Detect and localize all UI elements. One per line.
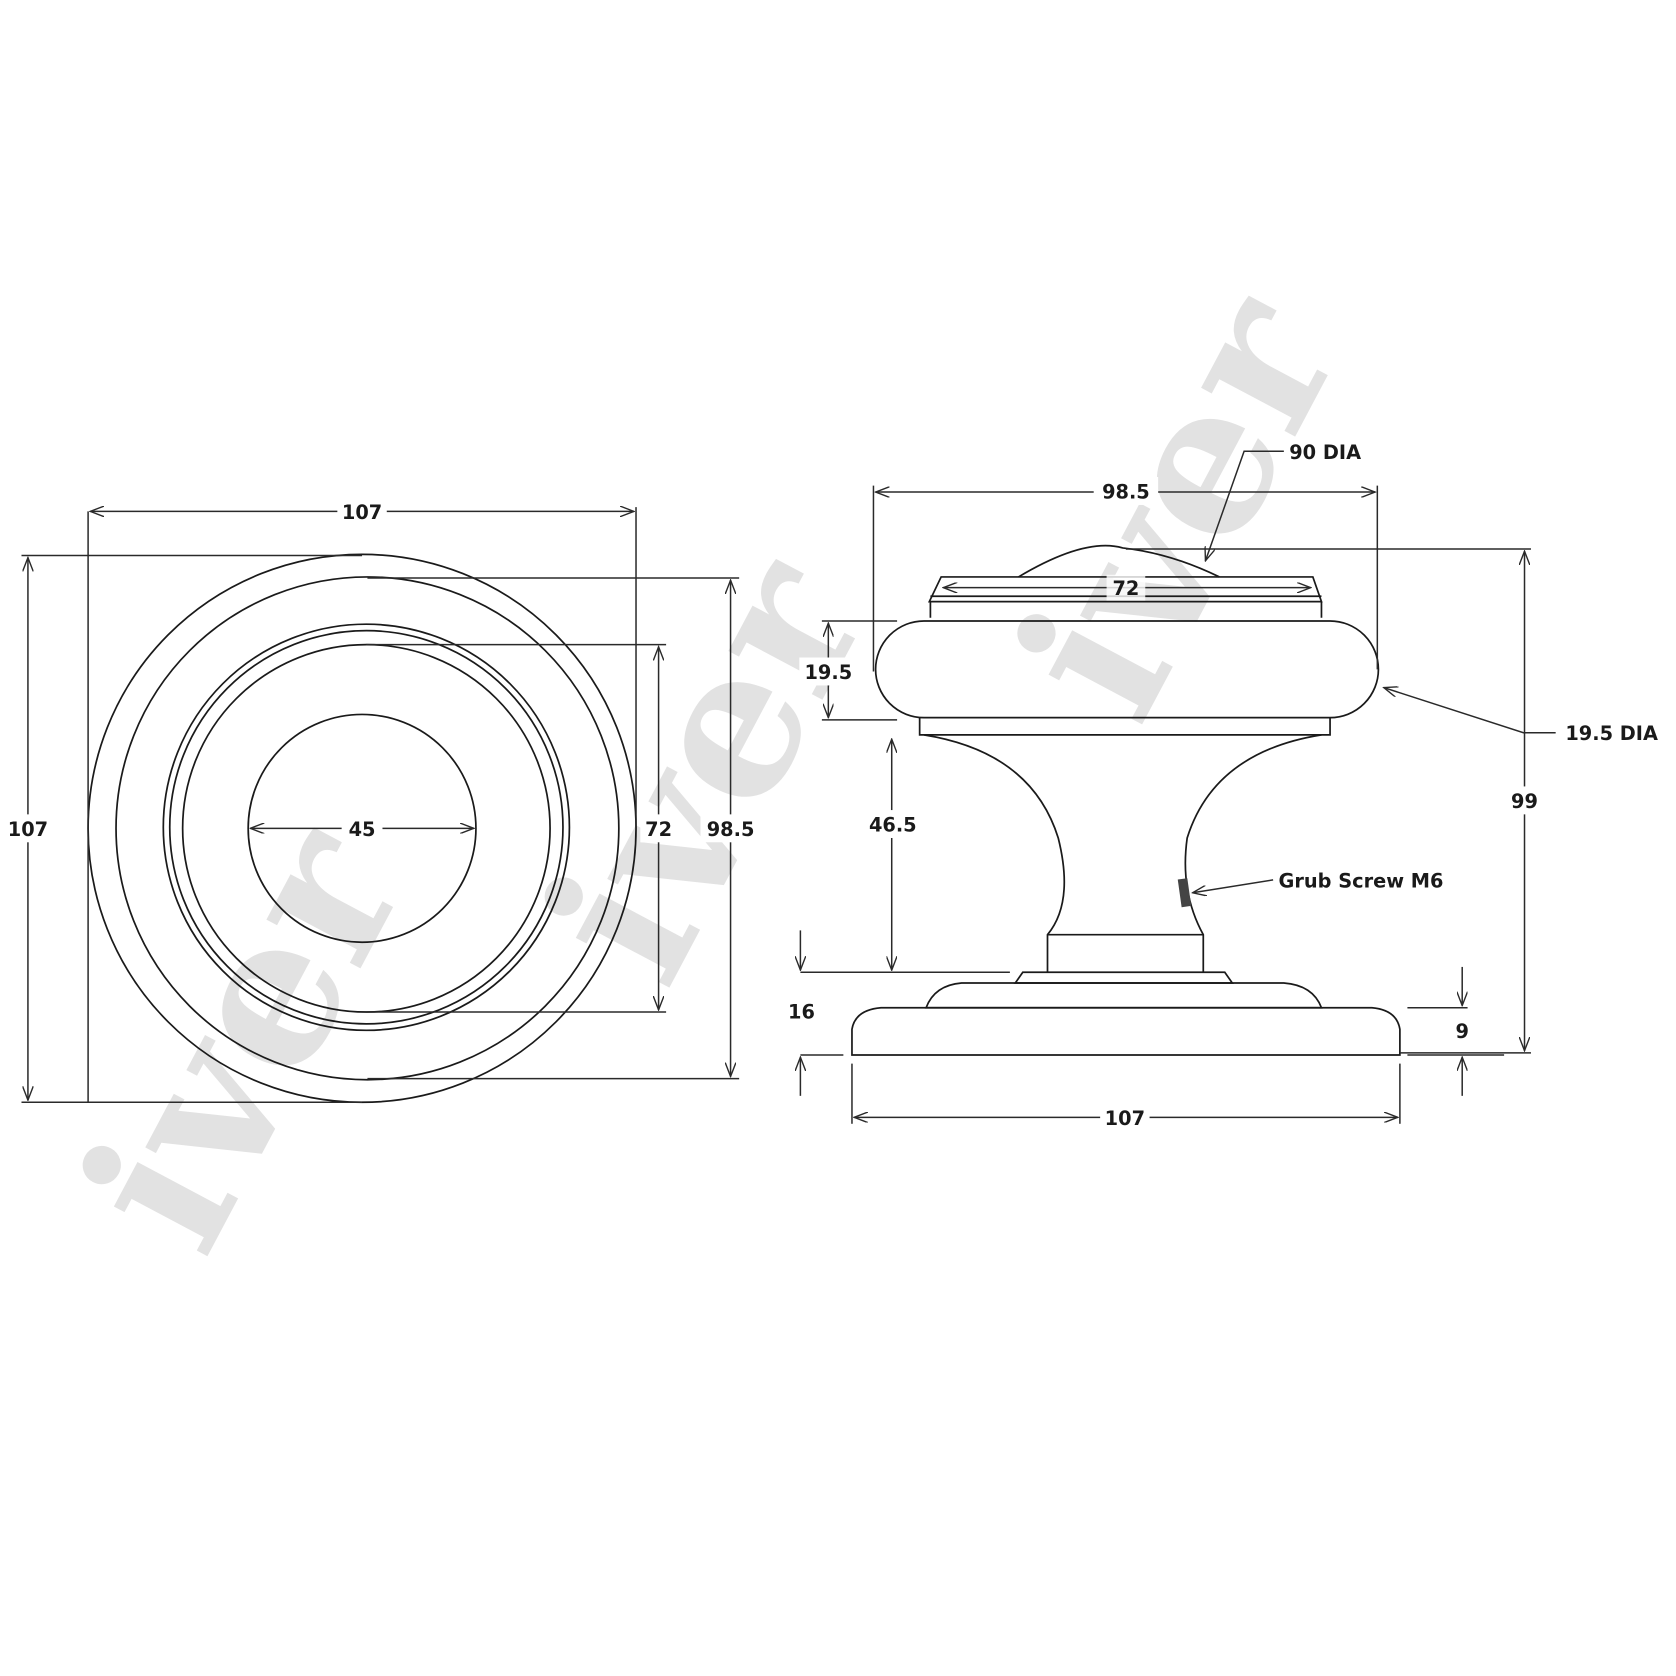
knob-rim-mid-circle bbox=[168, 629, 564, 1025]
rose-base bbox=[851, 1006, 1401, 1056]
front-height-label: 107 bbox=[8, 818, 48, 841]
front-face-diameter-label: 72 bbox=[645, 818, 672, 841]
side-neck-height-label: 46.5 bbox=[869, 814, 917, 837]
front-center-diameter-label: 45 bbox=[349, 818, 376, 841]
leader-grub-screw bbox=[1193, 879, 1274, 893]
grub-screw-label: Grub Screw M6 bbox=[1278, 869, 1443, 892]
knob-neck bbox=[923, 734, 1322, 973]
side-dome-callout: 90 DIA bbox=[1289, 441, 1361, 464]
watermark-text-3: iver bbox=[970, 256, 1387, 754]
center-circle bbox=[247, 713, 477, 944]
side-rose-base-label: 9 bbox=[1455, 1020, 1468, 1043]
knob-collar bbox=[918, 717, 1331, 736]
watermark-text-1: iver bbox=[35, 788, 452, 1286]
knob-dome bbox=[1018, 544, 1220, 578]
watermark: iver iver iver bbox=[35, 256, 1386, 1285]
side-rim-height-label: 19.5 bbox=[804, 661, 852, 684]
side-rose-width-label: 107 bbox=[1105, 1107, 1145, 1130]
side-rim-callout: 19.5 DIA bbox=[1565, 722, 1658, 745]
side-top-width-label: 72 bbox=[1112, 577, 1139, 600]
rose-step-middle bbox=[924, 982, 1323, 1009]
front-width-label: 107 bbox=[342, 501, 382, 524]
side-knob-width-label: 98.5 bbox=[1102, 481, 1150, 504]
side-rose-stack-label: 16 bbox=[788, 1000, 815, 1023]
grub-screw-icon bbox=[1177, 878, 1192, 908]
front-rose-diameter-label: 98.5 bbox=[707, 818, 755, 841]
side-overall-height-label: 99 bbox=[1511, 790, 1538, 813]
knob-rim-outer-circle bbox=[162, 623, 571, 1032]
side-view: 98.5 90 DIA 72 19.5 19.5 DIA 99 46.5 Gru… bbox=[788, 441, 1658, 1132]
leader-dome-90 bbox=[1205, 450, 1284, 561]
rose-step-top bbox=[1013, 971, 1234, 984]
rose-inner-circle bbox=[115, 576, 620, 1081]
leader-rim-19-5 bbox=[1384, 688, 1556, 734]
front-view: 107 107 98.5 72 45 bbox=[4, 496, 761, 1104]
